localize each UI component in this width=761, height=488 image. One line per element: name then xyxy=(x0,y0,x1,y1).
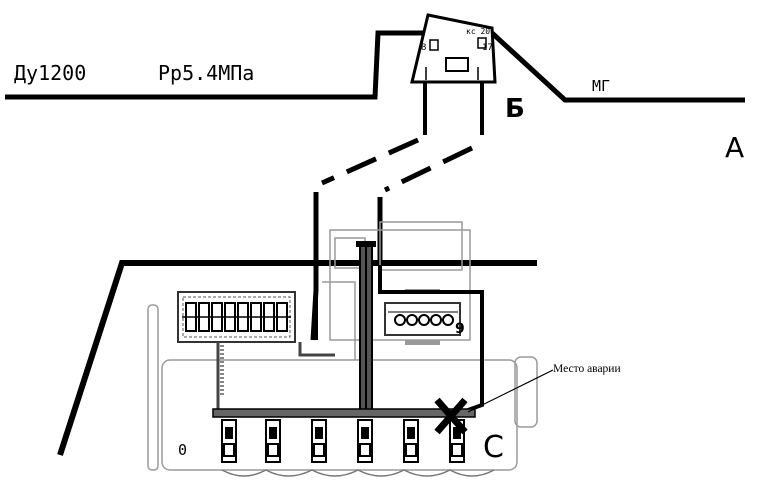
accident-marker: Место аварии С xyxy=(434,363,621,465)
crane-node-body xyxy=(410,13,497,84)
branch-pipes xyxy=(310,82,484,341)
crane-node-top-label: кс 20 xyxy=(466,27,490,36)
main-gas-label: МГ xyxy=(592,77,610,95)
distribution-header xyxy=(212,408,476,418)
accident-cross-stroke-2 xyxy=(434,397,468,435)
compressor-unit xyxy=(403,419,419,463)
accident-label: Место аварии xyxy=(553,363,621,375)
dashed-connector-left xyxy=(320,137,420,186)
crane-valve-left xyxy=(429,39,439,51)
dashed-connector-right xyxy=(383,145,474,193)
compressor-unit xyxy=(311,419,327,463)
crane-node-right-label: 17 xyxy=(482,43,493,53)
left-valve-block xyxy=(177,291,296,343)
compressor-unit xyxy=(265,419,281,463)
crane-node-inner-box xyxy=(445,57,469,72)
valve-number-9: 9 xyxy=(455,321,465,337)
compressor-units xyxy=(221,419,465,463)
point-c-label: С xyxy=(483,430,504,465)
crane-node-left-label: 8 xyxy=(421,43,426,53)
station-block-label: 0 xyxy=(178,441,187,459)
right-valve-block: 9 xyxy=(384,289,465,345)
point-a-label: А xyxy=(725,131,744,164)
diameter-label: Ду1200 xyxy=(14,61,86,85)
crane-node: кс 20 8 17 xyxy=(410,13,497,84)
pipeline-right-segment xyxy=(490,31,745,103)
point-b-label: Б xyxy=(505,94,525,124)
compressor-station: 9 xyxy=(57,221,538,477)
compressor-unit xyxy=(221,419,237,463)
crane-valve-right xyxy=(477,37,487,49)
central-header xyxy=(356,241,376,412)
pressure-label: Рр5.4МПа xyxy=(158,61,254,85)
pipeline-left-segment xyxy=(5,30,425,100)
station-fence xyxy=(57,260,537,456)
accident-leader-line xyxy=(467,369,554,413)
main-pipeline xyxy=(5,30,745,103)
compressor-unit xyxy=(357,419,373,463)
